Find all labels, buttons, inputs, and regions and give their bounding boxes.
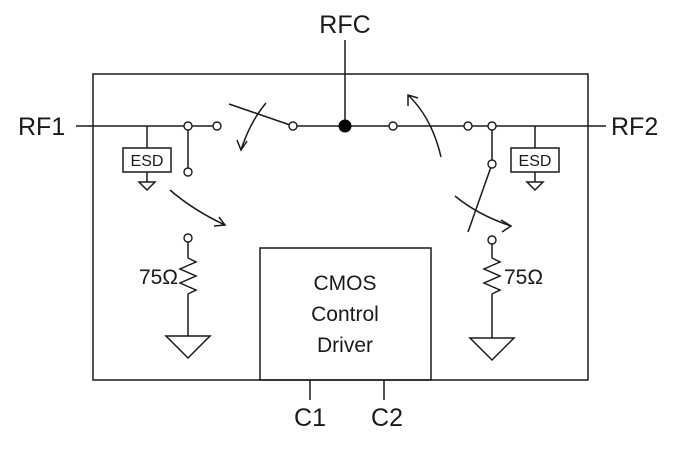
right-esd-ground xyxy=(525,181,545,192)
right-arm-contact-node xyxy=(388,121,398,131)
left-shunt-top-node xyxy=(183,167,193,177)
right-esd-label: ESD xyxy=(519,153,552,170)
left-series-arrow xyxy=(240,102,267,151)
right-resistor xyxy=(482,257,502,295)
left-series-contact-node xyxy=(212,121,222,131)
left-ground xyxy=(164,335,212,360)
left-arm-contact-node xyxy=(288,121,298,131)
left-termination-label: 75Ω xyxy=(139,266,178,289)
cmos-driver-line1: CMOS xyxy=(314,272,377,295)
rf1-label: RF1 xyxy=(18,113,65,141)
right-series-arrowhead xyxy=(407,93,419,106)
left-series-pivot-node xyxy=(183,121,193,131)
right-shunt-blade xyxy=(467,163,493,233)
right-series-contact-node xyxy=(463,121,473,131)
c2-label: C2 xyxy=(371,404,403,432)
left-shunt-arrowhead xyxy=(213,216,227,227)
cmos-driver-line3: Driver xyxy=(317,334,373,357)
cmos-driver-line2: Control xyxy=(311,303,379,326)
right-termination-label: 75Ω xyxy=(504,266,543,289)
cmos-driver-box xyxy=(259,247,432,381)
rfc-label: RFC xyxy=(319,11,370,39)
left-shunt-arrow xyxy=(169,189,226,226)
left-shunt-bottom-node xyxy=(183,233,193,243)
right-shunt-bottom-node xyxy=(487,235,497,245)
left-series-arrowhead xyxy=(236,139,248,152)
right-series-pivot-node xyxy=(487,121,497,131)
right-ground xyxy=(468,337,516,362)
rfc-junction-node xyxy=(338,119,352,133)
right-shunt-top-node xyxy=(487,159,497,169)
left-esd-label: ESD xyxy=(131,153,164,170)
right-shunt-arrow xyxy=(454,195,512,227)
right-shunt-arrowhead xyxy=(500,219,513,233)
rf2-label: RF2 xyxy=(611,113,658,141)
left-series-blade xyxy=(228,103,294,127)
c1-label: C1 xyxy=(294,404,326,432)
left-resistor xyxy=(178,257,198,295)
right-series-arrow xyxy=(407,94,442,158)
left-esd-ground xyxy=(137,181,157,192)
